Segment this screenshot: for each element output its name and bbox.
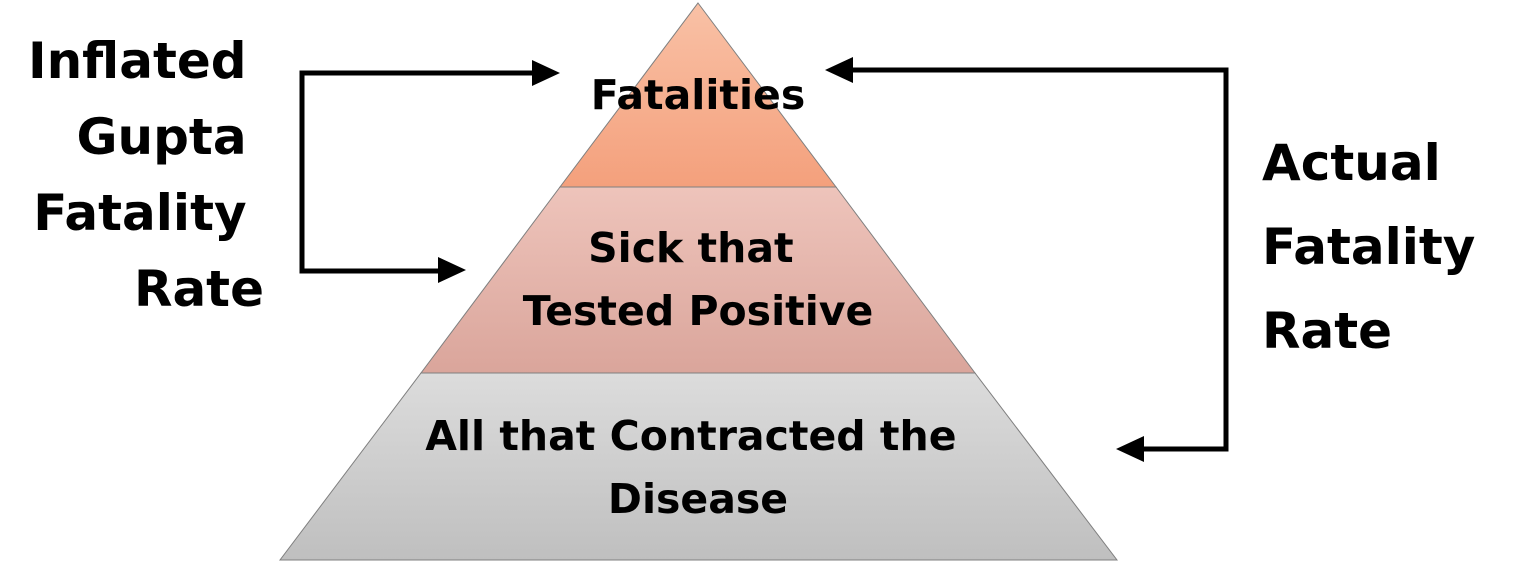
tier-label-sick-line-2: Tested Positive (523, 287, 874, 335)
actual-fatality-rate-label: Actual Fatality Rate (1262, 134, 1493, 360)
arrow-to-all-contracted-icon (1116, 436, 1144, 462)
arrow-to-sick-tier-icon (438, 257, 466, 283)
right-bracket-line (848, 67, 1229, 452)
left-bracket-line (299, 70, 538, 274)
left-label-line-3: Fatality (33, 184, 246, 242)
tier-label-all-contracted: All that Contracted the Disease (425, 412, 971, 523)
tier-label-fatalities-line-1: Fatalities (591, 71, 806, 119)
tier-label-fatalities: Fatalities (591, 71, 806, 119)
right-label-line-3: Rate (1262, 302, 1392, 360)
right-label-line-1: Actual (1262, 134, 1441, 192)
tier-label-sick-line-1: Sick that (588, 224, 793, 272)
left-bracket-arrows (299, 60, 560, 283)
tier-label-all-line-1: All that Contracted the (425, 412, 956, 460)
arrow-to-fatalities-from-right-icon (825, 57, 853, 83)
right-label-line-2: Fatality (1262, 218, 1475, 276)
tier-label-all-line-2: Disease (608, 475, 788, 523)
arrow-to-fatalities-icon (532, 60, 560, 86)
pyramid (278, 2, 1119, 561)
inflated-fatality-rate-label: Inflated Gupta Fatality Rate (28, 32, 264, 318)
right-bracket-arrows (825, 57, 1229, 462)
pyramid-tier-sick-tested-positive (420, 186, 976, 374)
left-label-line-2: Gupta (77, 108, 247, 166)
left-label-line-4: Rate (134, 260, 264, 318)
pyramid-tier-all-contracted (278, 372, 1119, 561)
tier-label-sick-tested-positive: Sick that Tested Positive (523, 224, 874, 335)
left-label-line-1: Inflated (28, 32, 247, 90)
